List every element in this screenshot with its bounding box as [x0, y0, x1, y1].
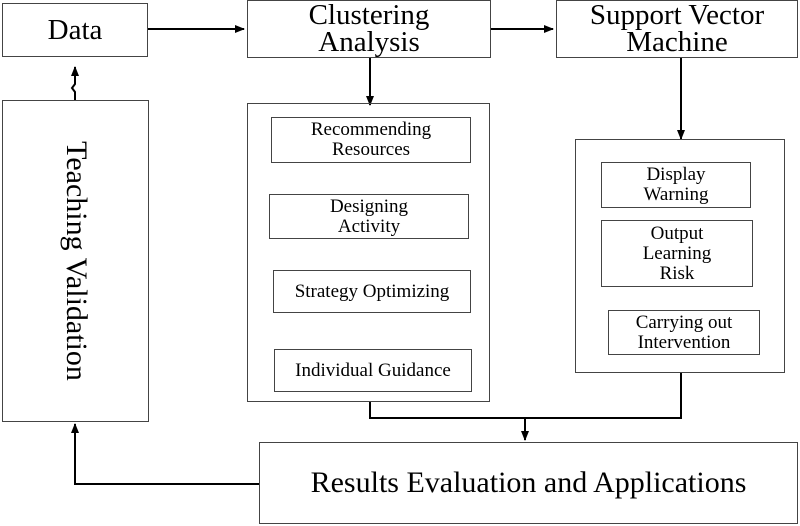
teaching-validation-node: Teaching Validation	[2, 100, 149, 422]
clustering-output-designing-activity: Designing Activity	[269, 194, 469, 239]
svm-output-display-warning: Display Warning	[601, 162, 751, 208]
svm-node-label: Support Vector Machine	[589, 0, 765, 58]
clustering-node-label: Clustering Analysis	[308, 0, 430, 58]
teaching-validation-label: Teaching Validation	[59, 141, 93, 381]
designing-activity-label: Designing Activity	[329, 195, 409, 237]
data-node: Data	[2, 3, 148, 57]
clustering-output-strategy-optimizing: Strategy Optimizing	[273, 270, 471, 313]
display-warning-label: Display Warning	[643, 164, 709, 205]
clustering-output-recommending-resources: Recommending Resources	[271, 117, 471, 163]
strategy-optimizing-label: Strategy Optimizing	[294, 280, 450, 302]
individual-guidance-label: Individual Guidance	[295, 359, 451, 381]
svm-output-carrying-out-intervention: Carrying out Intervention	[608, 310, 760, 355]
results-node: Results Evaluation and Applications	[259, 442, 798, 524]
carrying-out-intervention-label: Carrying out Intervention	[635, 311, 733, 353]
recommending-resources-label: Recommending Resources	[310, 119, 432, 160]
clustering-node: Clustering Analysis	[247, 0, 491, 58]
arrow-validation-to-data	[70, 66, 79, 100]
svm-outputs-group	[575, 139, 785, 373]
results-node-label: Results Evaluation and Applications	[310, 466, 747, 499]
svm-node: Support Vector Machine	[556, 0, 798, 58]
clustering-outputs-group	[247, 103, 490, 402]
arrow-results-to-validation	[71, 423, 259, 485]
clustering-output-individual-guidance: Individual Guidance	[274, 349, 472, 392]
svm-output-learning-risk: Output Learning Risk	[601, 220, 753, 287]
learning-risk-label: Output Learning Risk	[642, 222, 712, 284]
data-node-label: Data	[47, 13, 103, 46]
